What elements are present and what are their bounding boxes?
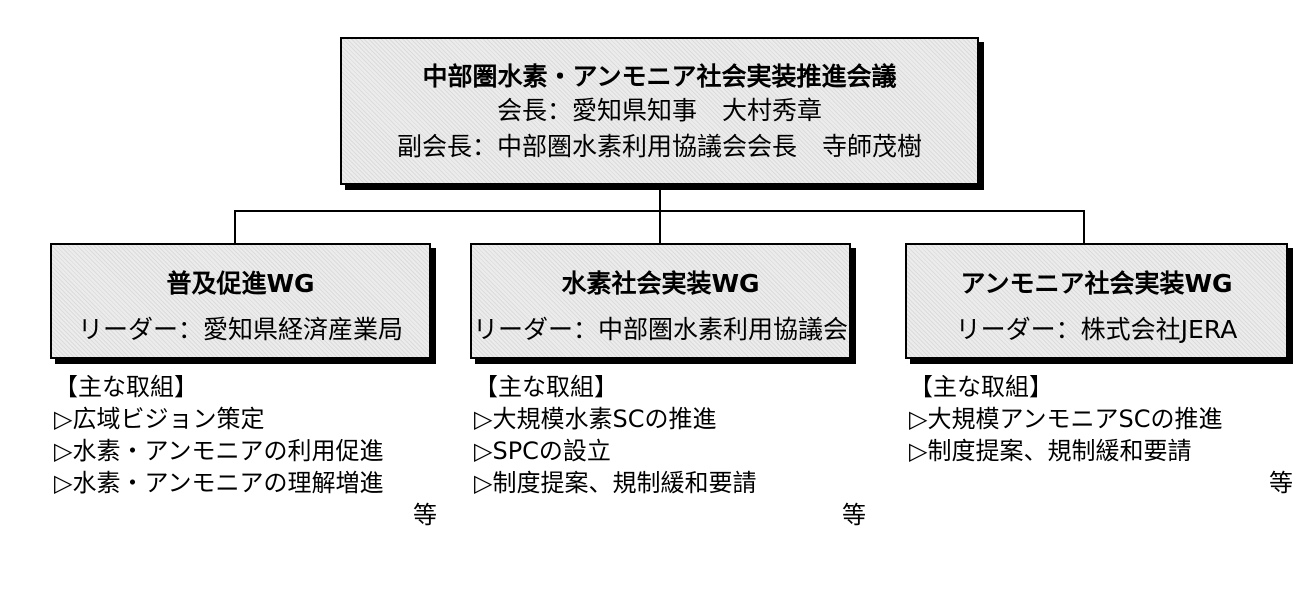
wg-activities-hydrogen: 【主な取組】 ▷大規模水素SCの推進 ▷SPCの設立 ▷制度提案、規制緩和要請 …	[474, 371, 866, 531]
activity-item: ▷水素・アンモニアの理解増進	[54, 469, 384, 497]
council-box: 中部圏水素・アンモニア社会実装推進会議 会長：愛知県知事 大村秀章 副会長：中部…	[340, 37, 979, 185]
wg-activities-ammonia: 【主な取組】 ▷大規模アンモニアSCの推進 ▷制度提案、規制緩和要請 等	[909, 371, 1293, 499]
wg-title: 水素社会実装WG	[561, 269, 760, 298]
activities-etc: 等	[413, 501, 437, 529]
wg-leader: リーダー：愛知県経済産業局	[77, 315, 403, 344]
wg-title: 普及促進WG	[166, 269, 315, 298]
activity-item: ▷制度提案、規制緩和要請	[474, 469, 757, 497]
wg-box-ammonia: アンモニア社会実装WG リーダー：株式会社JERA	[905, 243, 1288, 359]
activity-item: ▷広域ビジョン策定	[54, 405, 265, 433]
activities-etc: 等	[842, 501, 866, 529]
connector-trunk	[659, 185, 661, 211]
wg-leader: リーダー：中部圏水素利用協議会	[472, 315, 848, 344]
activities-heading: 【主な取組】	[909, 373, 1053, 401]
activity-item: ▷大規模水素SCの推進	[474, 405, 717, 433]
activity-item: ▷制度提案、規制緩和要請	[909, 437, 1192, 465]
connector-wg3	[1083, 210, 1085, 243]
activity-item: ▷SPCの設立	[474, 437, 611, 465]
council-chair: 会長：愛知県知事 大村秀章	[496, 96, 822, 125]
wg-title: アンモニア社会実装WG	[960, 269, 1233, 298]
activity-item: ▷大規模アンモニアSCの推進	[909, 405, 1223, 433]
wg-box-hydrogen: 水素社会実装WG リーダー：中部圏水素利用協議会	[470, 243, 851, 359]
council-vice-chair: 副会長：中部圏水素利用協議会会長 寺師茂樹	[396, 132, 922, 161]
connector-wg1	[234, 210, 236, 243]
activities-etc: 等	[1269, 469, 1293, 497]
wg-activities-promotion: 【主な取組】 ▷広域ビジョン策定 ▷水素・アンモニアの利用促進 ▷水素・アンモニ…	[54, 371, 437, 531]
connector-wg2	[659, 210, 661, 243]
council-title: 中部圏水素・アンモニア社会実装推進会議	[422, 62, 897, 91]
activity-item: ▷水素・アンモニアの利用促進	[54, 437, 384, 465]
wg-leader: リーダー：株式会社JERA	[955, 315, 1238, 344]
activities-heading: 【主な取組】	[54, 373, 198, 401]
wg-box-promotion: 普及促進WG リーダー：愛知県経済産業局	[50, 243, 431, 359]
activities-heading: 【主な取組】	[474, 373, 618, 401]
